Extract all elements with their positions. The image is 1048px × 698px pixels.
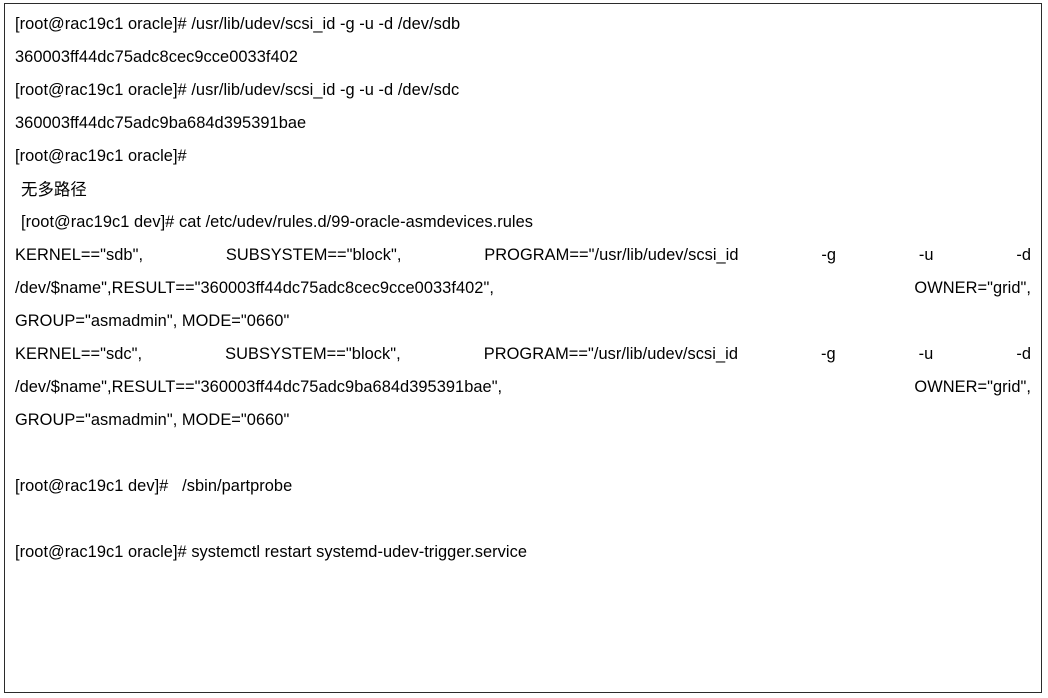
terminal-blank-line [15, 437, 1031, 470]
terminal-line: /dev/$name",RESULT=="360003ff44dc75adc8c… [15, 279, 1031, 297]
terminal-line: [root@rac19c1 oracle]# /usr/lib/udev/scs… [15, 81, 460, 99]
terminal-line: [root@rac19c1 dev]# /sbin/partprobe [15, 477, 293, 495]
terminal-line: [root@rac19c1 oracle]# [15, 147, 187, 165]
terminal-line: [root@rac19c1 dev]# cat /etc/udev/rules.… [21, 213, 533, 231]
terminal-line: 360003ff44dc75adc9ba684d395391bae [15, 114, 307, 132]
terminal-blank-line [15, 503, 1031, 536]
terminal-line: KERNEL=="sdc", SUBSYSTEM=="block", PROGR… [15, 345, 1031, 363]
terminal-line: 360003ff44dc75adc8cec9cce0033f402 [15, 48, 298, 66]
terminal-line: /dev/$name",RESULT=="360003ff44dc75adc9b… [15, 378, 1031, 396]
terminal-line: KERNEL=="sdb", SUBSYSTEM=="block", PROGR… [15, 246, 1031, 264]
terminal-line: [root@rac19c1 oracle]# /usr/lib/udev/scs… [15, 15, 461, 33]
terminal-line: GROUP="asmadmin", MODE="0660" [15, 411, 290, 429]
terminal-transcript-box[interactable]: [root@rac19c1 oracle]# /usr/lib/udev/scs… [4, 3, 1042, 693]
terminal-note-line: 无多路径 [21, 180, 87, 199]
terminal-line: [root@rac19c1 oracle]# systemctl restart… [15, 543, 527, 561]
terminal-line: GROUP="asmadmin", MODE="0660" [15, 312, 290, 330]
